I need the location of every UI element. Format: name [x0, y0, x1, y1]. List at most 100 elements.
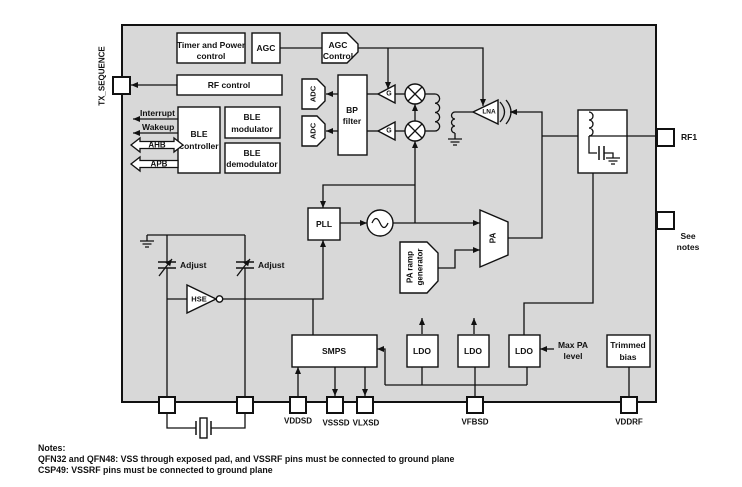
svg-text:VDDSD: VDDSD [284, 417, 312, 426]
svg-text:RF control: RF control [208, 80, 251, 90]
adjust-label-right: Adjust [258, 260, 285, 270]
svg-text:Control: Control [323, 51, 353, 61]
svg-text:G: G [386, 91, 392, 98]
block-hse: HSE [186, 283, 224, 315]
block-timer-power-control: Timer and Power control [176, 32, 246, 64]
svg-text:PA: PA [489, 233, 498, 244]
variable-capacitor-left [158, 258, 176, 277]
oscillator-icon [366, 209, 394, 237]
svg-text:demodulator: demodulator [226, 159, 278, 169]
pin-xtal1 [158, 396, 176, 414]
svg-text:VSSSD: VSSSD [322, 419, 349, 428]
transformer-primary-coil [434, 93, 441, 132]
wire-agc-to-lna [358, 47, 486, 106]
block-lna: LNA [471, 98, 512, 126]
svg-text:RF1: RF1 [681, 132, 697, 142]
svg-text:SMPS: SMPS [322, 346, 346, 356]
block-adc1: ADC [301, 78, 326, 110]
svg-text:LDO: LDO [515, 346, 533, 356]
ground-matching [606, 157, 620, 165]
svg-text:PA ramp: PA ramp [406, 251, 415, 283]
svg-text:control: control [197, 51, 226, 61]
svg-text:PLL: PLL [316, 219, 332, 229]
block-rf-control: RF control [176, 74, 283, 96]
block-bp-filter: BP filter [337, 74, 368, 156]
svg-text:TX_SEQUENCE: TX_SEQUENCE [98, 46, 107, 106]
block-trimmed-bias: Trimmed bias [606, 334, 651, 368]
apb-bus-arrow: APB [129, 155, 179, 173]
svg-text:modulator: modulator [231, 124, 273, 134]
svg-text:ADC: ADC [309, 85, 318, 102]
svg-text:See: See [680, 231, 695, 241]
svg-text:bias: bias [619, 352, 636, 362]
notes: Notes: QFN32 and QFN48: VSS through expo… [38, 443, 455, 475]
g-amp-1: G [376, 83, 396, 105]
svg-text:controller: controller [179, 141, 219, 151]
wire-fb-to-smps [377, 346, 386, 385]
mixer-2 [404, 120, 426, 142]
svg-text:ADC: ADC [309, 122, 318, 139]
pin-rf1: RF1 [656, 128, 697, 147]
notes-line2: CSP49: VSSRF pins must be connected to g… [38, 465, 273, 475]
block-matching-network [577, 109, 628, 174]
svg-text:BLE: BLE [244, 148, 261, 158]
mixer-1 [404, 83, 426, 105]
svg-text:VLXSD: VLXSD [353, 419, 380, 428]
block-pll: PLL [307, 207, 341, 241]
block-smps: SMPS [291, 334, 378, 368]
agc-label: AGC [257, 43, 276, 53]
wires [131, 47, 657, 429]
block-ble-demodulator: BLE demodulator [224, 142, 281, 174]
svg-text:LDO: LDO [464, 346, 482, 356]
wire-vfbsd-bus [385, 367, 528, 397]
svg-text:VDDRF: VDDRF [615, 418, 643, 427]
svg-text:generator: generator [416, 249, 425, 286]
crystal [195, 417, 212, 439]
wire-hse-to-pll [222, 240, 326, 300]
wire-fb-to-pll [320, 184, 415, 208]
block-ldo3: LDO [508, 334, 541, 368]
ground-xtal [140, 235, 154, 248]
ahb-bus-arrow: AHB [129, 136, 185, 154]
block-ble-controller: BLE controller [177, 106, 221, 174]
block-ldo1: LDO [406, 334, 439, 368]
notes-line1: QFN32 and QFN48: VSS through exposed pad… [38, 454, 455, 464]
svg-text:notes: notes [677, 242, 700, 252]
block-ldo2: LDO [457, 334, 490, 368]
max-pa-label: Max PA [558, 340, 588, 350]
block-pa-ramp-generator: PA ramp generator [399, 241, 439, 294]
wire-xtal-external [166, 413, 246, 429]
svg-text:LNA: LNA [482, 109, 496, 116]
svg-text:level: level [564, 351, 583, 361]
svg-text:Trimmed: Trimmed [610, 340, 645, 350]
interrupt-label: Interrupt [140, 108, 175, 118]
svg-text:BLE: BLE [244, 112, 261, 122]
wire-ldo3-to-match [523, 173, 594, 335]
wire-ramp-to-pa [438, 247, 480, 269]
ground-lna-coil [448, 133, 462, 146]
notes-title: Notes: [38, 443, 65, 453]
svg-text:APB: APB [151, 160, 168, 169]
svg-text:G: G [386, 128, 392, 135]
pin-see-notes: See notes [656, 211, 700, 252]
block-agc-control: AGC Control [321, 32, 359, 64]
adjust-label-left: Adjust [180, 260, 207, 270]
svg-text:LDO: LDO [413, 346, 431, 356]
svg-text:BLE: BLE [191, 129, 208, 139]
block-adc2: ADC [301, 115, 326, 147]
svg-text:filter: filter [343, 116, 362, 126]
timer-power-label: Timer and Power [177, 40, 246, 50]
wakeup-label: Wakeup [142, 122, 174, 132]
svg-text:AHB: AHB [148, 141, 166, 150]
block-pa: PA [479, 208, 509, 269]
pin-vddrf: VDDRF [615, 396, 643, 427]
pin-vfbsd: VFBSD [461, 396, 489, 427]
pin-vlxsd: VLXSD [353, 396, 380, 428]
block-agc: AGC [251, 32, 281, 64]
transformer-secondary-coil [450, 111, 456, 134]
svg-text:VFBSD: VFBSD [461, 418, 488, 427]
g-amp-2: G [376, 120, 396, 142]
pin-vddsd: VDDSD [284, 396, 312, 426]
